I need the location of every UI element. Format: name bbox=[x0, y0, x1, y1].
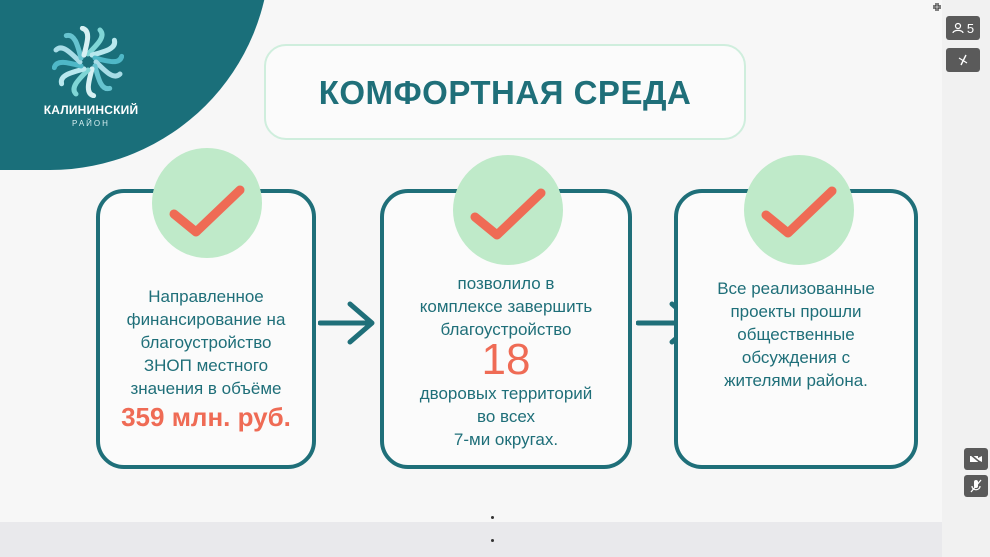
card-1-line: ЗНОП местного bbox=[143, 356, 269, 375]
pager-dot bbox=[491, 516, 494, 519]
card-3-line: жителями района. bbox=[724, 371, 868, 390]
checkmark-icon bbox=[169, 185, 245, 237]
presentation-slide: КАЛИНИНСКИЙ РАЙОН КОМФОРТНАЯ СРЕДА Напра… bbox=[0, 0, 918, 469]
check-badge-1 bbox=[152, 148, 262, 258]
pager-dot bbox=[491, 539, 494, 542]
presentation-bottom-bar bbox=[0, 522, 942, 557]
arrow-right-icon bbox=[318, 301, 375, 345]
conference-sidebar bbox=[942, 0, 990, 557]
card-2-text-top: позволило в комплексе завершить благоуст… bbox=[384, 272, 628, 341]
camera-off-icon bbox=[969, 453, 983, 465]
card-2-highlight: 18 bbox=[481, 335, 531, 384]
card-3-line: Все реализованные bbox=[717, 279, 875, 298]
check-badge-3 bbox=[744, 155, 854, 265]
mic-off-button[interactable] bbox=[964, 475, 988, 497]
brand-subtitle: РАЙОН bbox=[72, 119, 110, 128]
checkmark-icon bbox=[470, 188, 546, 240]
card-1-line: благоустройство bbox=[140, 333, 272, 352]
card-2-line: комплексе завершить bbox=[419, 297, 593, 316]
mic-off-icon bbox=[970, 479, 982, 493]
card-2-line: позволило в bbox=[457, 274, 555, 293]
card-2-line: благоустройство bbox=[440, 320, 572, 339]
card-1-line: Направленное bbox=[148, 287, 264, 306]
title-box: КОМФОРТНАЯ СРЕДА bbox=[264, 44, 746, 140]
district-logo-icon bbox=[52, 26, 124, 98]
card-2-line: 7-ми округах. bbox=[453, 430, 559, 449]
participants-count: 5 bbox=[966, 20, 975, 36]
card-1-line: финансирование на bbox=[126, 310, 286, 329]
checkmark-icon bbox=[761, 186, 837, 238]
pen-off-icon bbox=[958, 54, 968, 66]
brand-name: КАЛИНИНСКИЙ bbox=[43, 103, 139, 117]
check-badge-2 bbox=[453, 155, 563, 265]
card-2-line: во всех bbox=[477, 407, 535, 426]
fullscreen-exit-icon[interactable] bbox=[932, 2, 942, 12]
card-2-text-bottom: дворовых территорий во всех 7-ми округах… bbox=[384, 382, 628, 451]
camera-off-button[interactable] bbox=[964, 448, 988, 470]
annotation-toggle-button[interactable] bbox=[946, 48, 980, 72]
card-1-text: Направленное финансирование на благоустр… bbox=[100, 285, 312, 400]
user-icon bbox=[952, 22, 964, 34]
info-card-discussions: Все реализованные проекты прошли обществ… bbox=[674, 189, 918, 469]
card-3-line: проекты прошли bbox=[730, 302, 862, 321]
brand-header-shape bbox=[0, 0, 270, 170]
card-3-text: Все реализованные проекты прошли обществ… bbox=[678, 277, 914, 392]
card-1-highlight: 359 млн. руб. bbox=[121, 402, 291, 432]
card-2-line: дворовых территорий bbox=[419, 384, 593, 403]
card-1-line: значения в объёме bbox=[130, 379, 282, 398]
participants-button[interactable]: 5 bbox=[946, 16, 980, 40]
card-3-line: общественные bbox=[737, 325, 855, 344]
card-3-line: обсуждения с bbox=[741, 348, 851, 367]
slide-title: КОМФОРТНАЯ СРЕДА bbox=[318, 74, 692, 111]
